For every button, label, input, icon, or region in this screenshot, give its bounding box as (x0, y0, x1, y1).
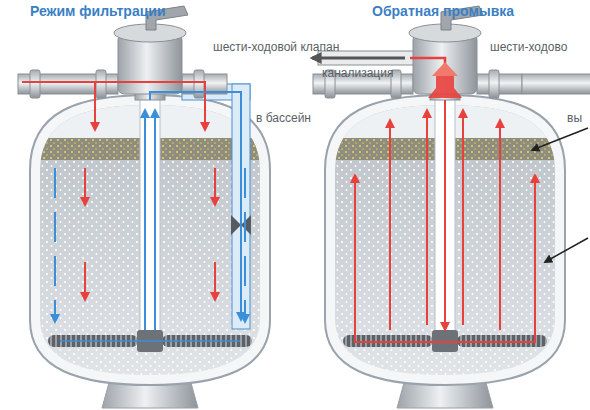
outlet-label: вы (567, 112, 582, 126)
mode-heading: Режим фильтрации (30, 3, 166, 19)
valve-label: шести-ходовой клапан (213, 41, 339, 55)
drain-label: канализация (322, 67, 393, 81)
mode-heading: Обратная промывка (372, 3, 514, 19)
valve-label: шести-ходово (490, 41, 567, 55)
outlet-label: в бассейн (256, 112, 311, 126)
